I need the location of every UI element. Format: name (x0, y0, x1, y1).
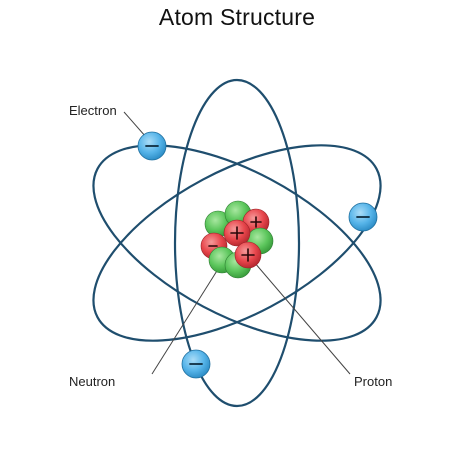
electron-right (348, 202, 378, 232)
electrons (137, 131, 378, 379)
proton-leader-line (253, 261, 351, 375)
nucleus (200, 200, 274, 279)
orbit-diagonal-b (92, 144, 382, 342)
plus-icon (241, 248, 255, 262)
neutron-label: Neutron (69, 374, 116, 389)
diagram-title: Atom Structure (158, 4, 316, 30)
orbit-vertical (173, 78, 301, 408)
orbit-diagonal-a (92, 144, 382, 342)
plus-icon (250, 216, 262, 228)
neutron-leader-line (151, 265, 221, 375)
proton-label: Proton (354, 374, 393, 389)
plus-icon (230, 226, 244, 240)
electron-upper-left (137, 131, 167, 161)
leader-lines (123, 111, 351, 375)
electron-label: Electron (69, 103, 117, 118)
orbits (92, 78, 382, 408)
electron-lower-left (181, 349, 211, 379)
proton-plus-signs (208, 216, 262, 262)
electron-leader-line (123, 111, 147, 138)
